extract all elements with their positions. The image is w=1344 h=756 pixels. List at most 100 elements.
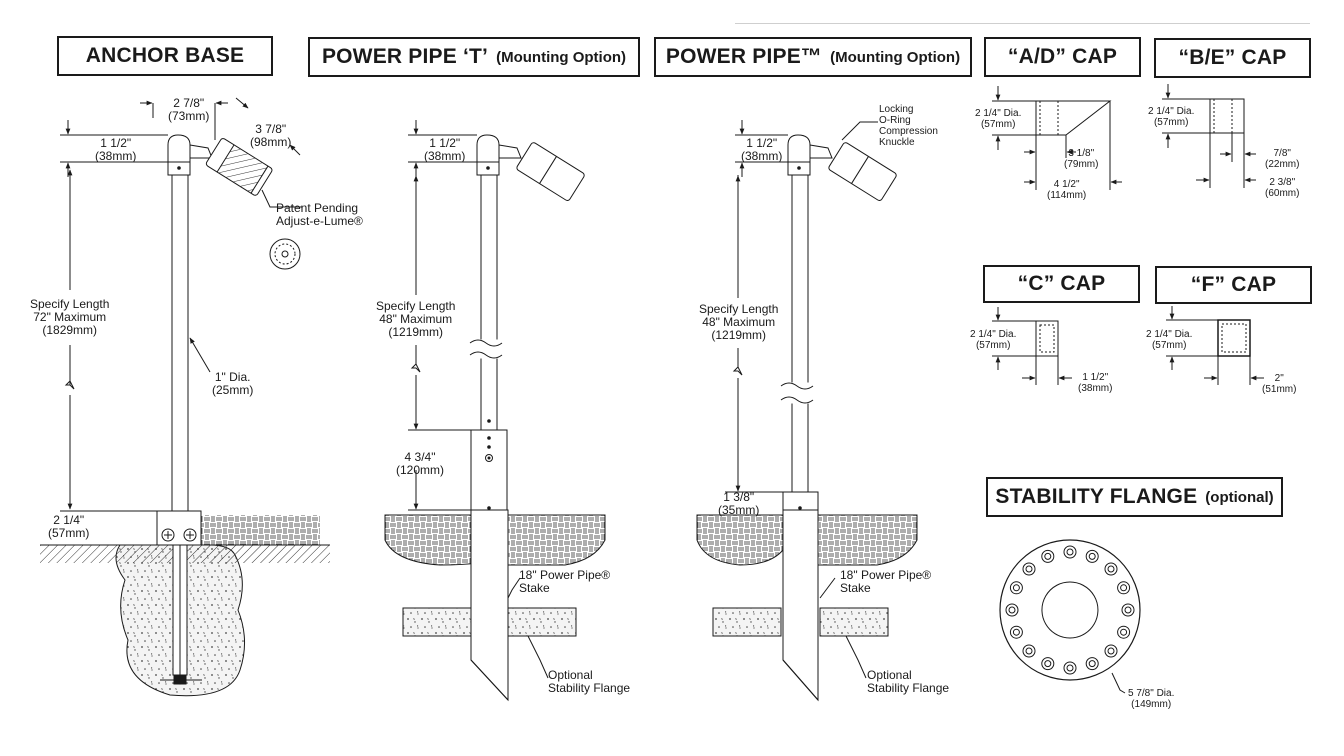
be-cap-title: “B/E” CAP (1154, 38, 1311, 78)
ad-cap-dia: 2 1/4" Dia. (57mm) (975, 108, 1021, 130)
flange-dia: 5 7/8" Dia. (149mm) (1128, 688, 1174, 710)
top-rule (735, 23, 1310, 24)
pipe-specify-length: Specify Length 48" Maximum (1219mm) (699, 303, 778, 342)
power-pipe-t-title-sub: (Mounting Option) (496, 48, 627, 66)
flange-bolt-hole (1063, 545, 1077, 559)
pipe-knuckle-line1: Locking (879, 104, 914, 115)
f-cap-title-text: “F” CAP (1190, 273, 1277, 296)
f-cap-width-mm: (51mm) (1262, 384, 1297, 395)
power-pipe-title: POWER PIPE™ (Mounting Option) (654, 37, 972, 77)
stability-flange-drawing (999, 539, 1141, 694)
pipe-dim-head-mm: (38mm) (741, 149, 783, 163)
c-cap-width-mm: (38mm) (1078, 383, 1113, 394)
anchor-dim-top-in: 2 7/8" (173, 96, 205, 110)
f-cap-dia: 2 1/4" Dia. (57mm) (1146, 329, 1192, 351)
power-pipe-t-title-text: POWER PIPE ‘T’ (321, 45, 489, 68)
pipe-knuckle: Locking O-Ring Compression Knuckle (879, 104, 938, 148)
be-cap-drawing (1162, 84, 1256, 188)
f-cap-title: “F” CAP (1155, 266, 1312, 304)
flange-bolt-hole-inner (1025, 647, 1033, 655)
anchor-base-title: ANCHOR BASE (57, 36, 273, 76)
power-pipe-t-title: POWER PIPE ‘T’ (Mounting Option) (308, 37, 640, 77)
flange-bolt-hole (1022, 562, 1036, 576)
pipe-t-stake-line1: 18" Power Pipe® (519, 568, 611, 582)
pipe-dim-head: 1 1/2" (38mm) (741, 137, 782, 163)
flange-bolt-hole (1041, 657, 1055, 671)
anchor-dim-fixture-mm: (98mm) (250, 135, 292, 149)
power-pipe-drawing (696, 120, 918, 702)
pipe-t-dim-head-in: 1 1/2" (429, 136, 461, 150)
flange-bolt-hole-inner (1066, 548, 1074, 556)
anchor-dim-top: 2 7/8" (73mm) (168, 97, 209, 123)
pipe-coupler-in: 1 3/8" (723, 490, 755, 504)
flange-dia-mm: (149mm) (1131, 699, 1172, 710)
anchor-base-drawing (40, 97, 330, 697)
flange-bolt-hole-inner (1107, 565, 1115, 573)
anchor-dim-fixture-in: 3 7/8" (255, 122, 287, 136)
pipe-t-flange: Optional Stability Flange (548, 669, 630, 695)
anchor-dim-head: 1 1/2" (38mm) (95, 137, 136, 163)
flange-bolt-hole (1063, 661, 1077, 675)
pipe-t-flange-line1: Optional (548, 668, 593, 682)
pipe-specify-line2: 48" Maximum (702, 315, 776, 329)
pipe-t-flange-line2: Stability Flange (548, 681, 631, 695)
pipe-stake-line1: 18" Power Pipe® (840, 568, 932, 582)
flange-bolt-hole (1117, 581, 1131, 595)
f-cap-dia-mm: (57mm) (1151, 340, 1187, 351)
flange-bolt-hole-inner (1120, 584, 1128, 592)
pipe-dim-head-in: 1 1/2" (746, 136, 778, 150)
flange-bolt-hole-inner (1012, 628, 1020, 636)
be-cap-width1: 7/8" (22mm) (1265, 148, 1299, 170)
anchor-base-height-mm: (57mm) (48, 526, 90, 540)
flange-bolt-hole-inner (1044, 552, 1052, 560)
be-cap-dia-in: 2 1/4" Dia. (1148, 106, 1195, 117)
pipe-t-specify-line2: 48" Maximum (379, 312, 453, 326)
flange-bolt-hole-inner (1066, 664, 1074, 672)
flange-bolt-hole-inner (1044, 660, 1052, 668)
pipe-flange: Optional Stability Flange (867, 669, 949, 695)
pipe-specify-line3: (1219mm) (711, 328, 767, 342)
anchor-dia-mm: (25mm) (212, 383, 254, 397)
pipe-t-specify-length: Specify Length 48" Maximum (1219mm) (376, 300, 455, 339)
ad-cap-width2: 4 1/2" (114mm) (1047, 179, 1086, 201)
f-cap-width: 2" (51mm) (1262, 373, 1296, 395)
pipe-t-specify-line1: Specify Length (376, 299, 456, 313)
c-cap-drawing (992, 307, 1072, 385)
anchor-dim-head-mm: (38mm) (95, 149, 137, 163)
ad-cap-title: “A/D” CAP (984, 37, 1141, 77)
be-cap-width2: 2 3/8" (60mm) (1265, 177, 1299, 199)
pipe-t-coupler-mm: (120mm) (396, 463, 445, 477)
stability-flange-title-text: STABILITY FLANGE (995, 485, 1198, 508)
ad-cap-width2-mm: (114mm) (1047, 190, 1087, 201)
be-cap-width2-in: 2 3/8" (1269, 177, 1296, 188)
anchor-patent: Patent Pending Adjust-e-Lume® (276, 202, 363, 228)
pipe-flange-line2: Stability Flange (867, 681, 950, 695)
flange-bolt-hole (1009, 625, 1023, 639)
c-cap-title: “C” CAP (983, 265, 1140, 303)
be-cap-width1-in: 7/8" (1273, 148, 1291, 159)
pipe-t-coupler-in: 4 3/4" (404, 450, 436, 464)
flange-bolt-hole (1041, 549, 1055, 563)
power-pipe-t-drawing (384, 120, 606, 702)
flange-bolt-hole (1085, 549, 1099, 563)
anchor-dim-fixture: 3 7/8" (98mm) (250, 123, 291, 149)
anchor-specify-line1: Specify Length (30, 297, 110, 311)
anchor-dim-top-mm: (73mm) (168, 109, 210, 123)
be-cap-dia: 2 1/4" Dia. (57mm) (1148, 106, 1194, 128)
pipe-coupler-height: 1 3/8" (35mm) (718, 491, 759, 517)
pipe-knuckle-line4: Knuckle (879, 137, 915, 148)
be-cap-width1-mm: (22mm) (1265, 159, 1300, 170)
flange-bolt-hole (1117, 625, 1131, 639)
be-cap-title-text: “B/E” CAP (1178, 46, 1287, 69)
flange-bolt-hole (1085, 657, 1099, 671)
anchor-base-title-text: ANCHOR BASE (85, 44, 245, 67)
c-cap-title-text: “C” CAP (1017, 272, 1106, 295)
flange-bolt-hole (1104, 562, 1118, 576)
pipe-t-stake-line2: Stake (519, 581, 550, 595)
flange-bolt-hole (1005, 603, 1019, 617)
f-cap-dia-in: 2 1/4" Dia. (1146, 329, 1193, 340)
stability-flange-title: STABILITY FLANGE (optional) (986, 477, 1283, 517)
c-cap-dia: 2 1/4" Dia. (57mm) (970, 329, 1016, 351)
f-cap-drawing (1166, 306, 1264, 385)
